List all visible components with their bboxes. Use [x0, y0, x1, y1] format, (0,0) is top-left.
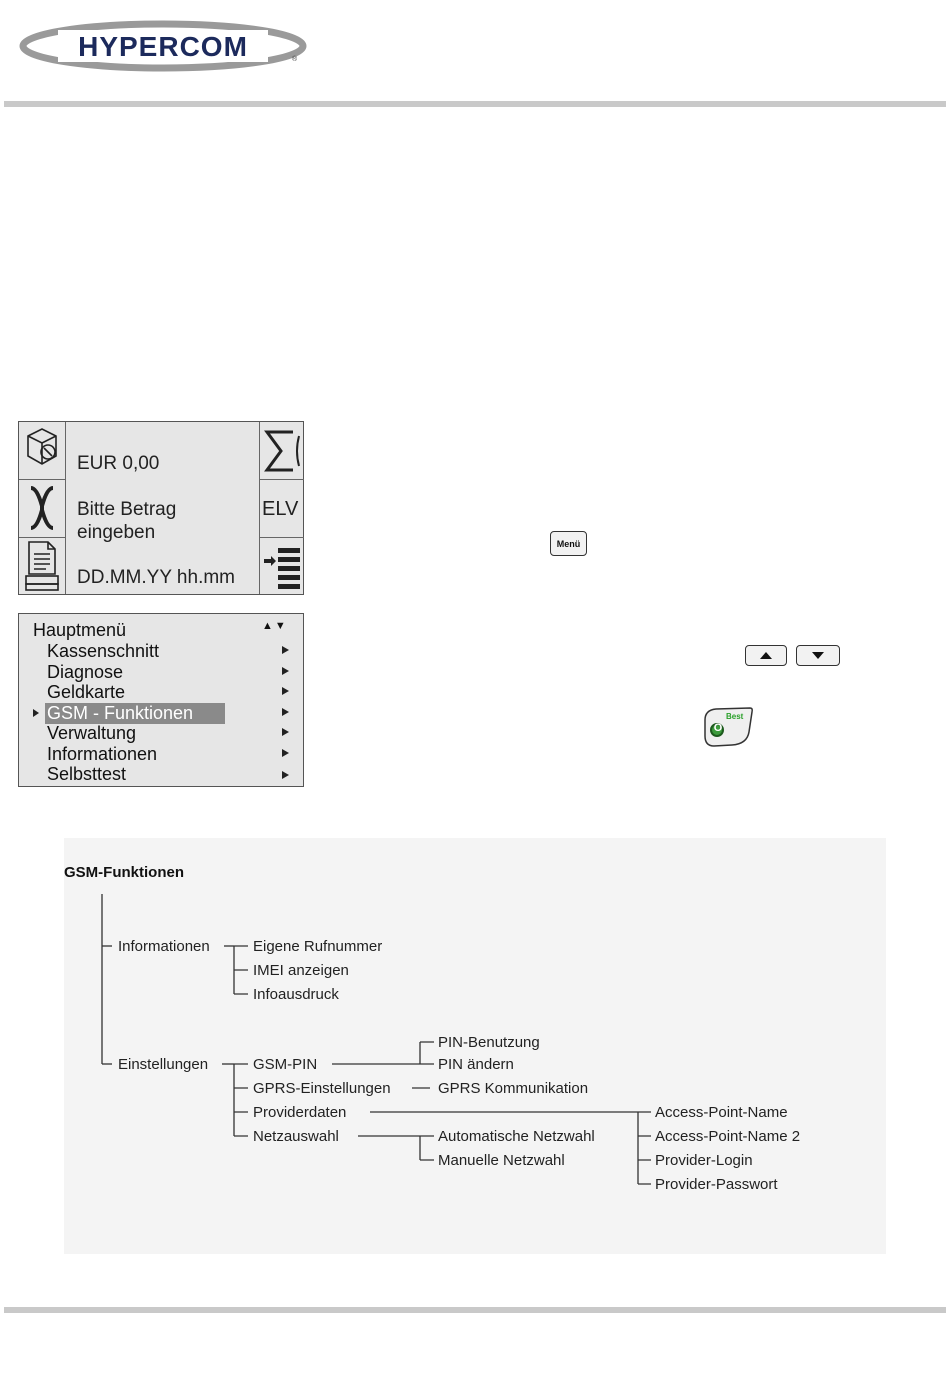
datetime-display: DD.MM.YY hh.mm [77, 567, 236, 588]
node-provider-passwort: Provider-Passwort [655, 1176, 778, 1193]
arrow-up-icon [760, 652, 772, 659]
logo-text: HYPERCOM [78, 31, 248, 62]
sigma-total-icon [263, 426, 303, 481]
node-access-point-name-2: Access-Point-Name 2 [655, 1128, 801, 1145]
prompt-line-2: eingeben [77, 522, 156, 543]
header-divider [4, 101, 946, 107]
registered-mark: ® [292, 56, 298, 63]
node-netzauswahl: Netzauswahl [253, 1128, 339, 1145]
node-access-point-name: Access-Point-Name [655, 1104, 788, 1121]
node-pin-benutzung: PIN-Benutzung [438, 1034, 540, 1051]
gsm-menu-tree-diagram [64, 838, 886, 1254]
confirm-circle-icon [710, 723, 724, 737]
diagram-title: GSM-Funktionen [64, 864, 184, 881]
node-gprs-einstellungen: GPRS-Einstellungen [253, 1080, 391, 1097]
arrow-down-key[interactable] [796, 645, 840, 666]
confirm-symbol: O [713, 722, 723, 734]
terminal-idle-screen: EUR 0,00 Bitte Betrag eingeben DD.MM.YY … [18, 421, 304, 595]
menu-item-informationen[interactable]: Informationen [47, 744, 158, 764]
confirm-key-label: Best [726, 712, 744, 721]
submenu-arrow-icon [282, 749, 289, 757]
footer-divider [4, 1307, 946, 1313]
node-manuelle-netzwahl: Manuelle Netzwahl [438, 1152, 565, 1169]
menu-title: Hauptmenü [33, 620, 127, 640]
node-pin-aendern: PIN ändern [438, 1056, 514, 1073]
cancel-x-icon [25, 484, 59, 537]
left-softkey-column [19, 422, 66, 594]
menu-key[interactable]: Menü [550, 531, 587, 556]
confirm-key[interactable]: O Best [702, 706, 754, 748]
submenu-arrow-icon [282, 646, 289, 654]
menu-key-label: Menü [556, 538, 581, 549]
menu-item-diagnose[interactable]: Diagnose [47, 662, 124, 682]
node-infoausdruck: Infoausdruck [253, 986, 339, 1003]
node-providerdaten: Providerdaten [253, 1104, 347, 1121]
node-gprs-kommunikation: GPRS Kommunikation [438, 1080, 589, 1097]
node-einstellungen: Einstellungen [118, 1056, 209, 1073]
arrow-down-icon [812, 652, 824, 659]
menu-item-verwaltung[interactable]: Verwaltung [47, 723, 137, 743]
arrow-up-key[interactable] [745, 645, 787, 666]
hypercom-logo: HYPERCOM ® [18, 18, 308, 74]
submenu-arrow-icon [282, 667, 289, 675]
submenu-arrow-icon [282, 771, 289, 779]
prompt-line-1: Bitte Betrag [77, 499, 177, 520]
right-softkey-column: ELV [259, 422, 304, 594]
amount-display: EUR 0,00 [77, 453, 160, 474]
node-imei-anzeigen: IMEI anzeigen [253, 962, 349, 979]
cash-register-icon [22, 426, 62, 479]
node-provider-login: Provider-Login [655, 1152, 753, 1169]
menu-item-selbsttest[interactable]: Selbsttest [47, 764, 127, 784]
receipt-printer-icon [24, 540, 60, 597]
scroll-indicator: ▲▼ [262, 620, 288, 632]
node-informationen: Informationen [118, 938, 210, 955]
elv-softkey-label: ELV [262, 498, 299, 520]
menu-item-gsm-funktionen[interactable]: GSM - Funktionen [47, 703, 194, 723]
terminal-menu-screen: Hauptmenü ▲▼ Kassenschnitt Diagnose Geld… [18, 613, 304, 787]
selection-marker-icon [33, 709, 39, 717]
menu-selection-highlight [45, 703, 225, 724]
submenu-arrow-icon [282, 687, 289, 695]
node-automatische-netzwahl: Automatische Netzwahl [438, 1128, 595, 1145]
submenu-arrow-icon [282, 728, 289, 736]
menu-item-geldkarte[interactable]: Geldkarte [47, 682, 126, 702]
node-eigene-rufnummer: Eigene Rufnummer [253, 938, 383, 955]
submenu-arrow-icon [282, 708, 289, 716]
node-gsm-pin: GSM-PIN [253, 1056, 318, 1073]
menu-item-kassenschnitt[interactable]: Kassenschnitt [47, 641, 160, 661]
menu-list-icon [262, 542, 302, 595]
